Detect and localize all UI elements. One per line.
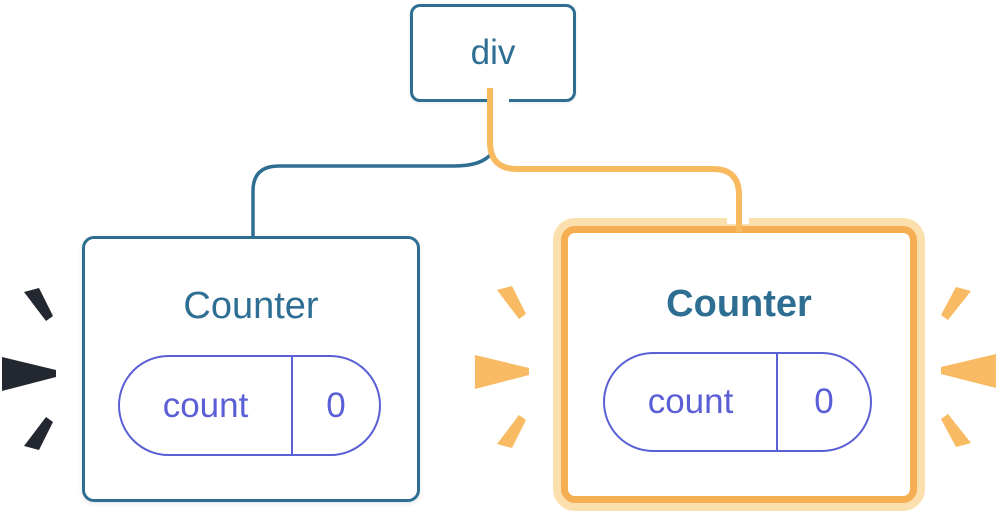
burst-ray-orange-left-bottom <box>497 415 526 448</box>
counter-title-right: Counter <box>666 283 812 325</box>
root-node-div: div <box>410 4 576 102</box>
counter-card-right-highlighted: Counter count 0 <box>561 226 917 503</box>
burst-ray-orange-right-top <box>941 287 971 320</box>
edge-root-to-left <box>251 92 502 238</box>
burst-ray-dark-top <box>24 288 53 321</box>
state-pill-right: count 0 <box>603 352 872 452</box>
burst-ray-orange-left-top <box>497 286 526 319</box>
counter-card-left: Counter count 0 <box>82 236 420 502</box>
burst-ray-orange-left-middle <box>475 355 529 389</box>
burst-ray-dark-bottom <box>24 417 53 450</box>
counter-title-left: Counter <box>183 285 319 327</box>
state-value-right: 0 <box>814 382 834 421</box>
burst-ray-dark-middle <box>2 357 56 391</box>
state-value-left: 0 <box>326 385 346 425</box>
root-node-label: div <box>470 33 516 72</box>
state-pill-left: count 0 <box>118 355 381 456</box>
burst-ray-orange-right-bottom <box>941 414 971 447</box>
state-key-left: count <box>120 357 293 454</box>
burst-ray-orange-right-middle <box>941 354 996 388</box>
state-key-right: count <box>605 354 778 450</box>
edge-root-to-right-casing <box>487 88 749 224</box>
edge-root-to-right <box>487 88 742 232</box>
